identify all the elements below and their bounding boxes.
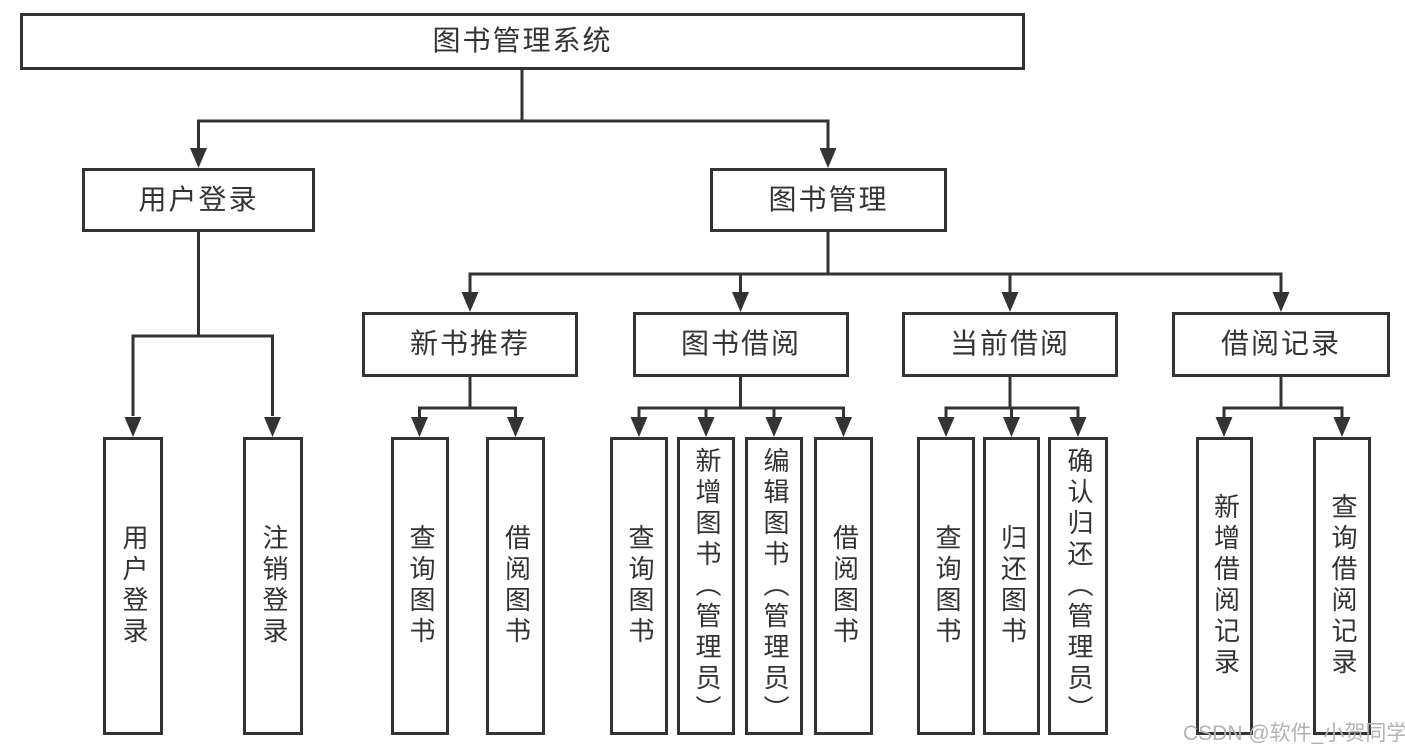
node-leaf-nb-query-books: 查询图书 [391,437,449,735]
node-leaf-nb-borrow-books: 借阅图书 [486,437,545,735]
node-leaf-br-query-record: 查询借阅记录 [1313,437,1371,735]
node-book-management: 图书管理 [710,168,947,232]
node-root: 图书管理系统 [20,13,1025,70]
node-leaf-cb-return-books: 归还图书 [983,437,1040,735]
node-new-book-recommend: 新书推荐 [362,312,578,377]
node-book-borrow: 图书借阅 [633,312,849,377]
node-leaf-cb-query-books: 查询图书 [917,437,975,735]
connector-new-book-group [418,376,517,417]
connector-book-borrow-group [637,376,845,417]
arrowheads [124,148,1351,437]
connector-current-borrow-group [944,376,1080,417]
connector-root-to-level2 [197,69,830,149]
watermark: CSDN @软件_小贺同学 [1183,722,1405,745]
node-leaf-bb-edit-books: 编辑图书（管理员） [745,437,803,735]
node-leaf-user-login: 用户登录 [103,437,163,735]
node-leaf-bb-borrow-books: 借阅图书 [814,437,873,735]
node-leaf-logout: 注销登录 [243,437,303,735]
node-user-login: 用户登录 [82,168,315,232]
node-leaf-bb-add-books: 新增图书（管理员） [677,437,735,735]
connector-user-login-group [131,231,274,416]
connector-book-mgmt-group [468,231,1283,292]
node-leaf-bb-query-books: 查询图书 [610,437,668,735]
node-leaf-cb-confirm-return: 确认归还（管理员） [1048,437,1108,735]
node-current-borrow: 当前借阅 [902,312,1118,377]
connector-borrow-records-group [1222,376,1344,417]
node-borrow-records: 借阅记录 [1172,312,1390,377]
node-leaf-br-add-record: 新增借阅记录 [1196,437,1253,735]
